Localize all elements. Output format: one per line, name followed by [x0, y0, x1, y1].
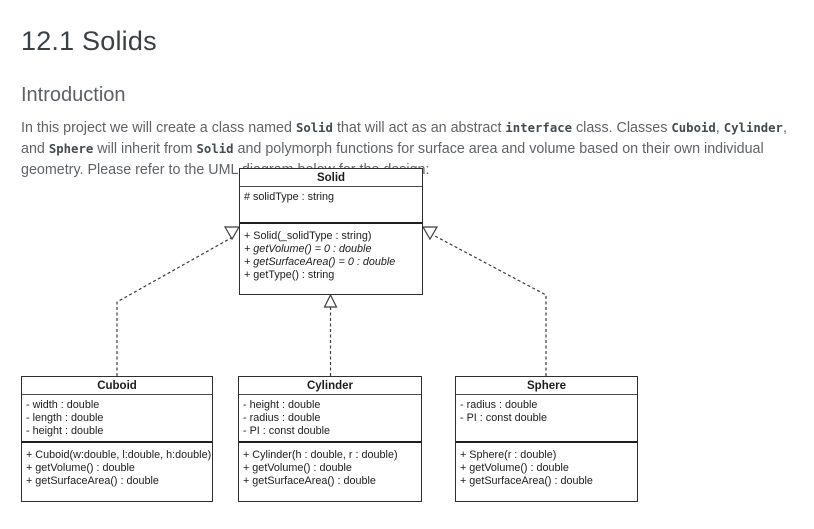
generalization-arrowhead-cuboid	[223, 226, 241, 241]
uml-attribute: # solidType : string	[244, 191, 335, 203]
uml-class-solid-methods: + Solid(_solidType : string) + getVolume…	[240, 224, 422, 282]
uml-method: + Sphere(r : double)	[460, 449, 557, 461]
uml-class-sphere: Sphere - radius : double - PI : const do…	[455, 376, 638, 502]
uml-class-cylinder-methods: + Cylinder(h : double, r : double) + get…	[239, 443, 421, 488]
intro-text: , and	[21, 120, 787, 158]
uml-attribute: - radius : double	[243, 412, 321, 424]
uml-class-solid-attributes: # solidType : string	[240, 187, 422, 224]
uml-method: + getVolume() : double	[243, 462, 352, 474]
uml-method: + Solid(_solidType : string)	[244, 230, 372, 242]
generalization-arrowhead-cylinder	[323, 293, 338, 308]
uml-attribute: - width : double	[26, 399, 100, 411]
uml-class-cylinder-attributes: - height : double - radius : double - PI…	[239, 395, 421, 443]
uml-method: + getSurfaceArea() : double	[243, 475, 376, 487]
uml-attribute: - PI : const double	[460, 412, 548, 424]
code-token-cylinder: Cylinder	[723, 121, 783, 136]
section-heading: Introduction	[21, 83, 126, 106]
uml-class-cuboid-name: Cuboid	[22, 377, 212, 395]
code-token-cuboid: Cuboid	[671, 121, 716, 136]
uml-method: + getVolume() : double	[460, 462, 569, 474]
intro-text: that will act as an abstract	[332, 120, 506, 137]
uml-method: + getType() : string	[244, 269, 335, 281]
uml-method-abstract: + getSurfaceArea() = 0 : double	[244, 256, 396, 268]
uml-attribute: - length : double	[26, 412, 104, 424]
uml-method: + getSurfaceArea() : double	[460, 475, 593, 487]
uml-attribute: - height : double	[26, 425, 104, 437]
uml-class-cuboid-attributes: - width : double - length : double - hei…	[22, 395, 212, 443]
uml-class-solid: Solid # solidType : string + Solid(_soli…	[239, 168, 423, 295]
uml-class-sphere-name: Sphere	[456, 377, 637, 395]
uml-class-cylinder-name: Cylinder	[239, 377, 421, 395]
uml-class-sphere-methods: + Sphere(r : double) + getVolume() : dou…	[456, 443, 637, 488]
code-token-solid-2: Solid	[196, 142, 234, 157]
uml-class-cuboid: Cuboid - width : double - length : doubl…	[21, 376, 213, 502]
intro-text: ,	[715, 120, 724, 137]
uml-attribute: - PI : const double	[243, 425, 331, 437]
generalization-arrowhead-sphere	[421, 226, 439, 241]
code-token-sphere: Sphere	[48, 142, 94, 157]
uml-method: + Cuboid(w:double, l:double, h:double)	[26, 449, 212, 461]
uml-method-abstract: + getVolume() = 0 : double	[244, 243, 372, 255]
uml-class-solid-name: Solid	[240, 169, 422, 187]
uml-class-sphere-attributes: - radius : double - PI : const double	[456, 395, 637, 443]
code-token-solid: Solid	[295, 121, 333, 136]
uml-attribute: - height : double	[243, 399, 321, 411]
intro-text: class. Classes	[572, 120, 672, 137]
uml-attribute: - radius : double	[460, 399, 538, 411]
page-title: 12.1 Solids	[21, 26, 157, 57]
code-token-interface: interface	[505, 121, 573, 136]
uml-class-cuboid-methods: + Cuboid(w:double, l:double, h:double) +…	[22, 443, 212, 488]
uml-method: + Cylinder(h : double, r : double)	[243, 449, 398, 461]
uml-class-cylinder: Cylinder - height : double - radius : do…	[238, 376, 422, 502]
uml-method: + getSurfaceArea() : double	[26, 475, 159, 487]
intro-paragraph: In this project we will create a class n…	[21, 118, 803, 181]
intro-text: In this project we will create a class n…	[21, 120, 296, 137]
generalization-line-cuboid	[116, 237, 232, 376]
uml-method: + getVolume() : double	[26, 462, 135, 474]
intro-text: will inherit from	[93, 141, 197, 158]
generalization-line-sphere	[434, 235, 547, 376]
